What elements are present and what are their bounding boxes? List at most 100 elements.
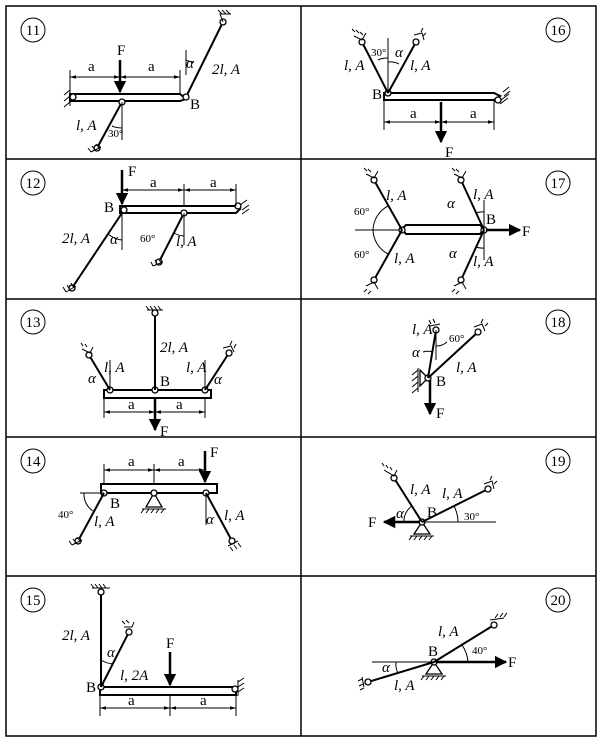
problem-number: 11	[26, 23, 40, 39]
dimension-a2: a	[178, 454, 185, 470]
rod-3-label: l, A	[186, 360, 207, 376]
pin-support	[424, 660, 444, 675]
alpha-label: α	[382, 660, 391, 676]
point-b-label: B	[436, 374, 446, 390]
rod-2-label: l, 2A	[120, 668, 149, 684]
dimension-a1: a	[128, 454, 135, 470]
rod-1-label: 2l, A	[212, 62, 241, 78]
rod-1	[361, 41, 389, 94]
problem-number-badge	[545, 309, 571, 335]
problem-number-badge	[545, 448, 571, 474]
rod-2-label: l, A	[224, 508, 245, 524]
rod-1-label: l, A	[412, 322, 433, 338]
problem-number-badge	[20, 587, 46, 613]
rod-1-label: l, A	[94, 514, 115, 530]
rod-1-label: 2l, A	[62, 231, 91, 247]
rod-l-2a	[100, 631, 130, 688]
beam	[383, 92, 502, 101]
rod-2-label: 2l, A	[160, 340, 189, 356]
angle-label: 30°	[371, 47, 386, 59]
problem-11: 11 F a a B 2l, A l, A α 30°	[20, 9, 241, 153]
force-label: F	[160, 424, 168, 440]
rod-1-label: 2l, A	[62, 628, 91, 644]
alpha-label: α	[107, 645, 116, 661]
dimension-a2: a	[210, 175, 217, 191]
problem-number: 16	[551, 23, 567, 39]
problem-15: 15 F a a B 2l, A l, 2A α	[20, 583, 245, 716]
rod-2	[387, 41, 417, 94]
alpha-label-bottom: α	[449, 246, 458, 262]
problem-number: 13	[26, 315, 41, 331]
alpha-label-left: α	[88, 371, 97, 387]
angle-label-top: 60°	[354, 206, 369, 218]
problem-20: 20 F B l, A l, A α 40°	[357, 587, 571, 694]
point-b-label: B	[86, 680, 96, 696]
force-label: F	[436, 406, 444, 422]
force-label: F	[166, 636, 174, 652]
dimension-a2: a	[148, 59, 155, 75]
problem-number: 14	[26, 454, 42, 470]
problem-18: 18 F B l, A l, A 60° α	[411, 309, 571, 422]
angle-label: 30°	[464, 511, 479, 523]
problem-number-badge	[20, 448, 46, 474]
rod-4	[460, 229, 485, 281]
dimension-a2: a	[176, 397, 183, 413]
rod-2	[373, 229, 403, 281]
force-label: F	[522, 224, 530, 240]
rod-3	[460, 179, 485, 231]
dimension-a1: a	[150, 175, 157, 191]
problem-number: 12	[26, 176, 41, 192]
rod-l-left	[77, 492, 105, 542]
rod-2	[433, 624, 495, 663]
problem-number: 18	[551, 315, 566, 331]
rod-2-label: l, A	[76, 118, 97, 134]
rod-l-left	[88, 354, 111, 391]
dimension-a1: a	[128, 397, 135, 413]
point-b-label: B	[160, 374, 170, 390]
rod-1-label: l, A	[344, 58, 365, 74]
problem-17: 17 F B l, A l, A l, A l, A 60° 60° α α	[354, 167, 571, 295]
point-b-label: B	[190, 97, 200, 113]
angle-label: 60°	[449, 333, 464, 345]
rod-1-label: l, A	[104, 360, 125, 376]
rod-2-label: l, A	[176, 234, 197, 250]
rod-1-label: l, A	[410, 482, 431, 498]
dimension-a1: a	[128, 693, 135, 709]
force-label: F	[508, 655, 516, 671]
problem-number: 19	[551, 454, 566, 470]
rod-1	[367, 661, 435, 683]
angle-label: 60°	[140, 233, 155, 245]
beam	[100, 483, 218, 494]
problem-number: 20	[551, 593, 566, 609]
rod-1-label: l, A	[386, 188, 407, 204]
force-label: F	[445, 145, 453, 161]
rod-l-right	[205, 492, 233, 542]
rod-2l	[185, 21, 224, 98]
beam	[69, 93, 189, 102]
rod-1	[393, 477, 423, 523]
alpha-label: α	[186, 56, 195, 72]
dimension-a1: a	[88, 59, 95, 75]
problem-14: 14 F a a B l, A l, A 40° α	[20, 445, 245, 552]
problem-number-badge	[20, 17, 46, 43]
alpha-label: α	[395, 45, 404, 61]
problem-number-badge	[545, 170, 571, 196]
alpha-label-top: α	[447, 196, 456, 212]
alpha-label: α	[206, 512, 215, 528]
dimension-a1: a	[410, 106, 417, 122]
problem-number-badge	[20, 170, 46, 196]
alpha-label: α	[396, 506, 405, 522]
point-b-label: B	[427, 505, 437, 521]
point-b-label: B	[372, 87, 382, 103]
pin-support	[412, 520, 432, 535]
angle-label: 40°	[58, 509, 73, 521]
angle-label-bottom: 60°	[354, 249, 369, 261]
pin-support	[144, 491, 164, 508]
problem-13: 13 F a a B l, A 2l, A l, A α α	[20, 305, 237, 440]
problem-12: 12 F a a B 2l, A l, A α 60°	[20, 164, 250, 293]
problem-number: 17	[551, 176, 567, 192]
angle-label: 30°	[108, 128, 123, 140]
point-b-label: B	[486, 212, 496, 228]
beam	[119, 205, 242, 214]
